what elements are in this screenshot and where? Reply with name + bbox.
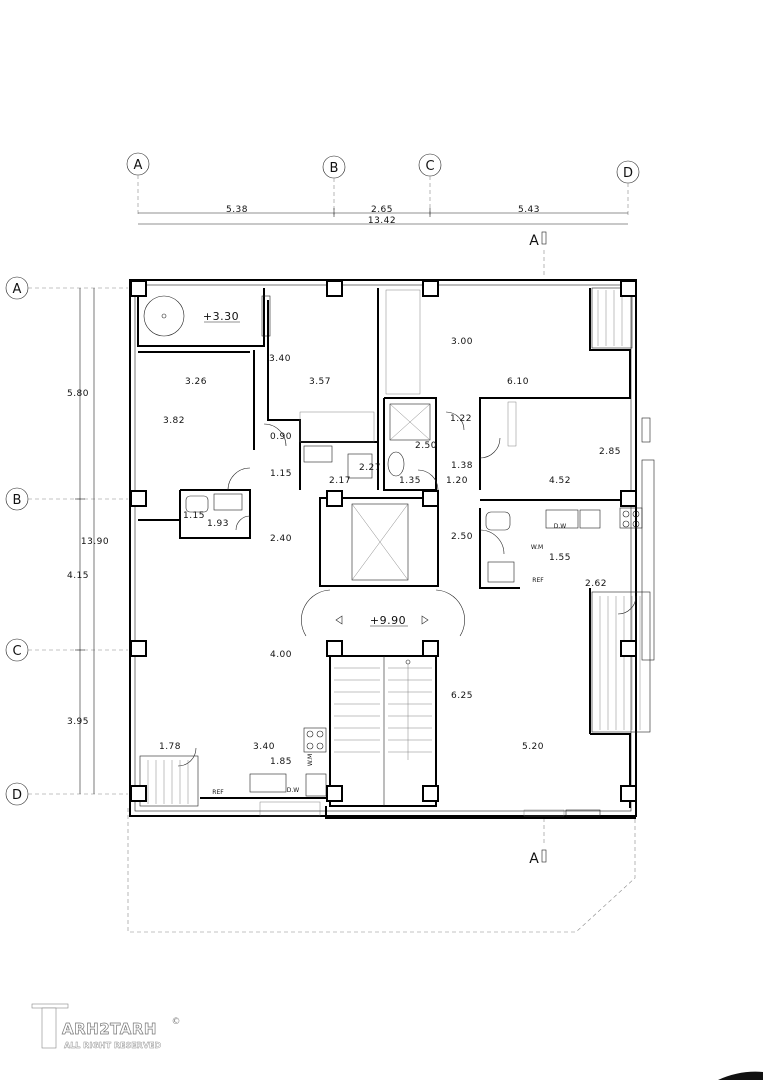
level-mark-lobby: +9.90 bbox=[370, 614, 406, 627]
label-washing-machine: W.M bbox=[307, 754, 314, 766]
dim-left-span-1: 5.80 bbox=[67, 389, 89, 399]
room-dim: 4.52 bbox=[549, 476, 571, 486]
staircase bbox=[334, 659, 432, 760]
room-dim: 1.93 bbox=[207, 519, 229, 529]
fixture-labels: D.W W.M REF REF D.W W.M bbox=[212, 523, 566, 796]
room-dimension-labels: 3.26 3.40 3.57 3.00 6.10 3.82 0.90 2.50 … bbox=[159, 337, 621, 767]
room-dim: 2.50 bbox=[451, 532, 473, 542]
room-dim: 3.26 bbox=[185, 377, 207, 387]
dim-left-total: 13.90 bbox=[81, 537, 109, 547]
section-mark-top: A bbox=[529, 231, 547, 278]
label-dishwasher: D.W bbox=[287, 787, 300, 794]
dim-top-span-3: 5.43 bbox=[518, 205, 540, 215]
grid-label-left-a: A bbox=[13, 282, 22, 297]
arrow-left-icon bbox=[335, 615, 343, 625]
grid-label-top-d: D bbox=[623, 166, 633, 181]
fixtures bbox=[143, 289, 643, 797]
corner-shape bbox=[718, 1071, 763, 1080]
grid-label-left-b: B bbox=[13, 493, 22, 508]
room-dim: 1.35 bbox=[399, 476, 421, 486]
label-refrigerator: REF bbox=[532, 577, 544, 584]
dim-top-span-2: 2.65 bbox=[371, 205, 393, 215]
room-dim: 2.50 bbox=[415, 441, 437, 451]
label-washing-machine: W.M bbox=[531, 544, 543, 551]
grid-label-top-a: A bbox=[134, 158, 143, 173]
room-dim: 3.40 bbox=[269, 354, 291, 364]
dim-top-span-1: 5.38 bbox=[226, 205, 248, 215]
grid-label-left-c: C bbox=[12, 644, 21, 659]
room-dim: 1.38 bbox=[451, 461, 473, 471]
dim-left-span-2: 4.15 bbox=[67, 571, 89, 581]
room-dim: 5.20 bbox=[522, 742, 544, 752]
watermark-rights: ALL RIGHT RESERVED bbox=[64, 1041, 161, 1050]
site-boundary bbox=[127, 808, 636, 933]
room-dim: 6.10 bbox=[507, 377, 529, 387]
room-dim: 1.15 bbox=[270, 469, 292, 479]
top-dimensions: 5.38 2.65 5.43 13.42 bbox=[138, 205, 628, 226]
door-swings bbox=[177, 411, 637, 767]
structural-columns bbox=[130, 280, 637, 802]
room-dim: 2.27 bbox=[359, 463, 381, 473]
watermark-brand: ARH2TARH bbox=[62, 1020, 157, 1038]
room-dim: 1.22 bbox=[450, 414, 472, 424]
watermark-logo: ARH2TARH ALL RIGHT RESERVED © bbox=[31, 1003, 181, 1050]
section-mark-bottom: A bbox=[529, 818, 547, 867]
grid-label-top-b: B bbox=[330, 161, 339, 176]
left-dimensions: 5.80 4.15 3.95 13.90 bbox=[67, 288, 109, 794]
grid-label-left-d: D bbox=[12, 788, 22, 803]
balconies bbox=[139, 287, 651, 807]
top-grid-axes: A B C D bbox=[126, 152, 640, 215]
arrow-right-icon bbox=[421, 615, 429, 625]
left-grid-axes: A B C D bbox=[5, 276, 128, 806]
grid-label-top-c: C bbox=[425, 159, 434, 174]
svg-text:A: A bbox=[529, 851, 539, 867]
room-dim: 3.82 bbox=[163, 416, 185, 426]
room-dim: 2.17 bbox=[329, 476, 351, 486]
room-dim: 3.40 bbox=[253, 742, 275, 752]
label-dishwasher: D.W bbox=[554, 523, 567, 530]
room-dim: 1.78 bbox=[159, 742, 181, 752]
room-dim: 0.90 bbox=[270, 432, 292, 442]
interior-walls bbox=[137, 288, 636, 819]
room-dim: 2.40 bbox=[270, 534, 292, 544]
copyright-icon: © bbox=[172, 1017, 181, 1027]
exterior-walls bbox=[129, 279, 637, 817]
room-dim: 4.00 bbox=[270, 650, 292, 660]
dim-left-span-3: 3.95 bbox=[67, 717, 89, 727]
room-dim: 6.25 bbox=[451, 691, 473, 701]
room-dim: 3.57 bbox=[309, 377, 331, 387]
room-dim: 1.15 bbox=[183, 511, 205, 521]
room-dim: 1.55 bbox=[549, 553, 571, 563]
level-mark-upper: +3.30 bbox=[203, 310, 239, 323]
windows bbox=[259, 417, 655, 817]
room-dim: 1.20 bbox=[446, 476, 468, 486]
svg-text:A: A bbox=[529, 233, 539, 249]
room-dim: 3.00 bbox=[451, 337, 473, 347]
room-dim: 2.62 bbox=[585, 579, 607, 589]
room-dim: 2.85 bbox=[599, 447, 621, 457]
label-refrigerator: REF bbox=[212, 789, 224, 796]
room-dim: 1.85 bbox=[270, 757, 292, 767]
dim-top-total: 13.42 bbox=[368, 216, 396, 226]
